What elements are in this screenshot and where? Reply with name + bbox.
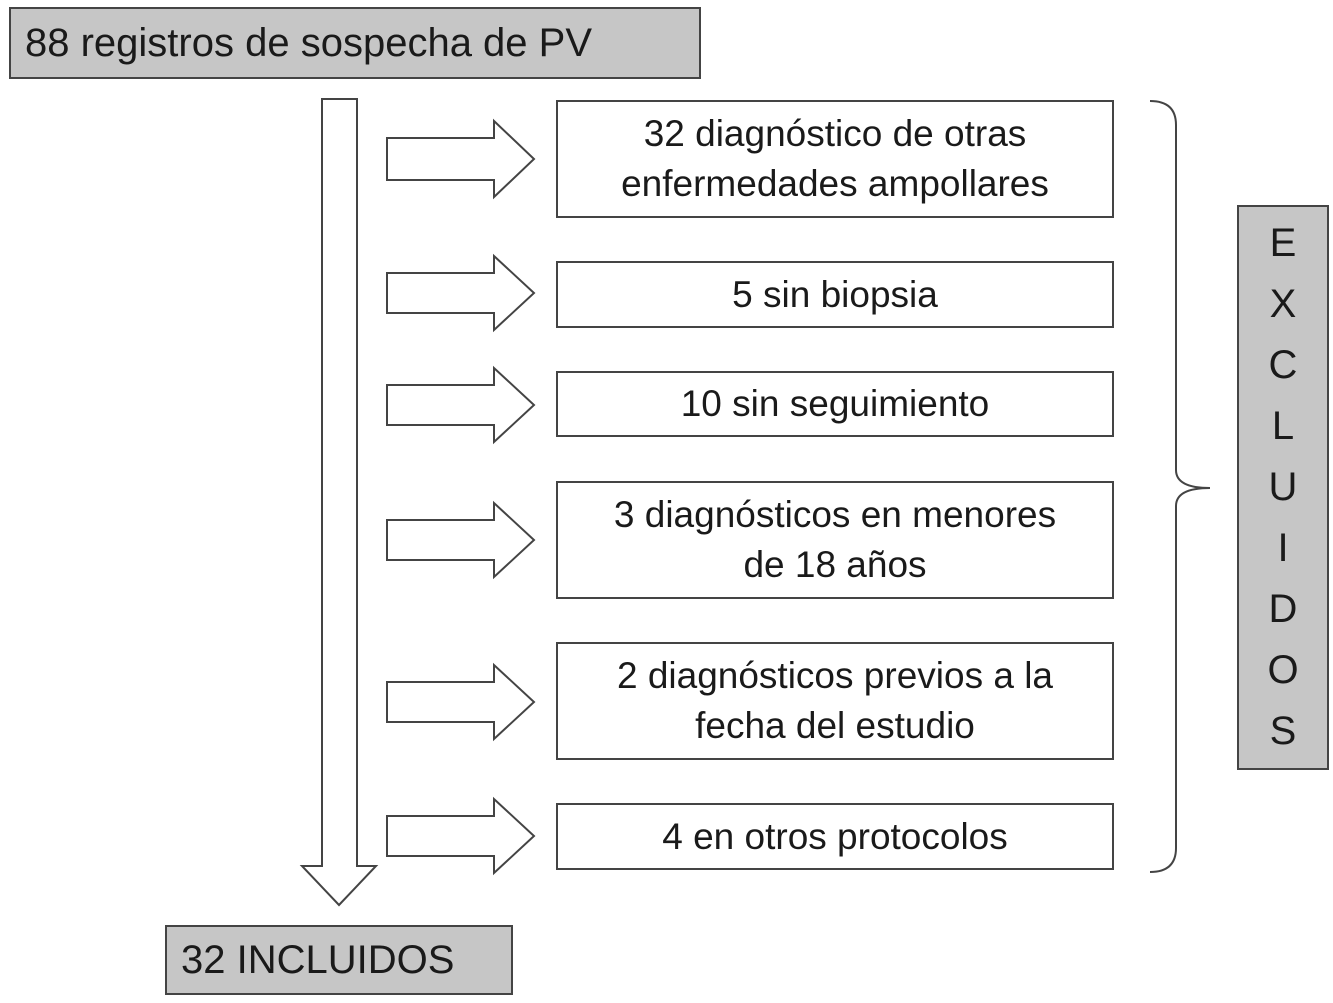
exclusion-label: 5 sin biopsia: [732, 273, 938, 315]
excluded-letter: C: [1268, 343, 1298, 387]
excluded-letter: X: [1269, 282, 1297, 326]
exclusion-box: 2 diagnósticos previos a la fecha del es…: [556, 642, 1114, 760]
excluded-letter: E: [1269, 221, 1297, 265]
exclusion-label: 4 en otros protocolos: [662, 815, 1008, 857]
excluded-letter: L: [1271, 404, 1295, 448]
arrow-to-exclusion-4: [386, 500, 536, 580]
exclusion-box: 32 diagnóstico de otras enfermedades amp…: [556, 100, 1114, 218]
included-label: 32 INCLUIDOS: [181, 938, 455, 982]
exclusion-box: 10 sin seguimiento: [556, 371, 1114, 437]
excluded-letter: D: [1268, 587, 1298, 631]
excluded-letter: U: [1268, 465, 1298, 509]
exclusion-box: 4 en otros protocolos: [556, 803, 1114, 870]
exclusion-box: 5 sin biopsia: [556, 261, 1114, 328]
arrow-to-exclusion-6: [386, 796, 536, 876]
arrow-to-exclusion-2: [386, 253, 536, 333]
exclusion-label: 10 sin seguimiento: [680, 383, 990, 424]
exclusion-label: 32 diagnóstico de otras enfermedades amp…: [621, 113, 1049, 204]
excluded-letter: S: [1269, 709, 1297, 753]
excluded-box: E X C L U I D O S: [1237, 205, 1329, 770]
total-records-box: 88 registros de sospecha de PV: [9, 7, 701, 79]
included-box: 32 INCLUIDOS: [165, 925, 513, 995]
arrow-to-exclusion-5: [386, 662, 536, 742]
exclusion-label: 2 diagnósticos previos a la fecha del es…: [616, 655, 1054, 746]
arrow-to-exclusion-1: [386, 118, 536, 200]
exclusion-label: 3 diagnósticos en menores de 18 años: [613, 494, 1057, 585]
excluded-letter: I: [1277, 526, 1289, 570]
total-records-label: 88 registros de sospecha de PV: [25, 21, 593, 65]
arrow-to-exclusion-3: [386, 365, 536, 445]
excluded-letter: O: [1267, 648, 1299, 692]
right-brace: [1149, 100, 1211, 873]
main-down-arrow: [299, 98, 379, 907]
exclusion-box: 3 diagnósticos en menores de 18 años: [556, 481, 1114, 599]
